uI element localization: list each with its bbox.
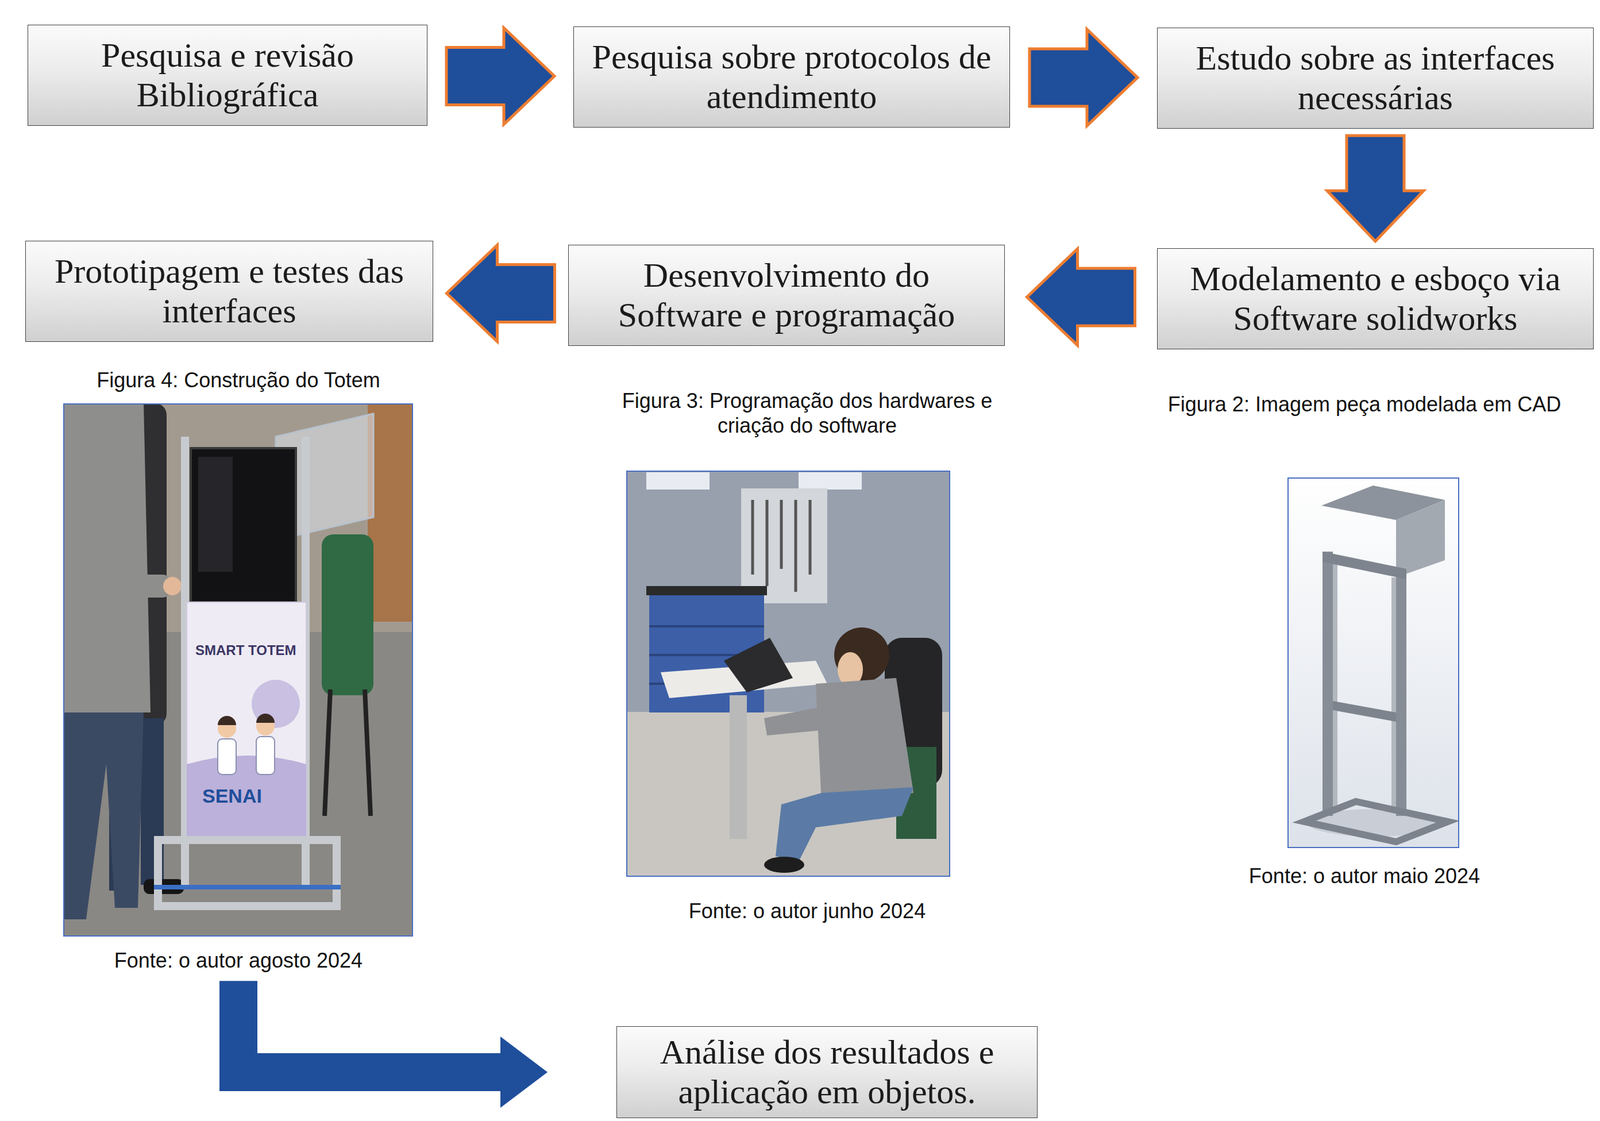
figure-source: Fonte: o autor junho 2024 [585,898,1029,924]
programming-photo [626,470,951,877]
banner [186,602,307,840]
table-leg [729,695,747,839]
process-box: Prototipagem e testes das interfaces [25,240,434,342]
figure-caption: Figura 4: Construção do Totem [57,367,420,393]
crossbar [1332,700,1397,722]
flow-arrow [1327,135,1424,242]
totem-photo [63,403,414,937]
hand [163,576,182,596]
doctor-hair [256,713,275,723]
flow-arrow [446,245,555,342]
chair-leg [324,689,331,816]
process-box: Pesquisa sobre protocolos de atendimento [573,26,1010,128]
cabinet-top [646,585,767,596]
box-text: Análise dos resultados e aplicação em ob… [630,1032,1024,1112]
drawer [649,625,765,628]
shoe [764,856,805,873]
banner-label: SENAI [202,784,262,808]
box-text: Modelamento e esboço via Software solidw… [1171,259,1580,339]
arm [764,706,828,736]
tool [780,499,784,569]
tool [765,499,769,586]
room [63,403,414,937]
shirt [815,677,914,805]
banner-label: SMART TOTEM [195,642,297,659]
doctor-hair [217,715,237,726]
box-text: Pesquisa sobre protocolos de atendimento [587,37,996,117]
tool [808,499,812,575]
post-inner [1332,557,1338,811]
jeans [775,787,914,862]
post [1322,551,1333,816]
cad-model [1287,477,1460,848]
jeans [63,712,144,920]
box-text: Pesquisa e revisão Bibliográfica [41,35,414,115]
box-text: Desenvolvimento do Software e programaçã… [582,255,991,335]
post-inner [1391,577,1397,813]
figure-frame [626,470,951,877]
person-front [63,403,151,713]
flow-arrow [446,28,555,125]
blue-tape [153,884,341,890]
totem-base [157,839,337,906]
tool [794,499,798,592]
process-box: Desenvolvimento do Software e programaçã… [568,244,1005,346]
poster [646,472,710,490]
laptop [723,637,793,693]
flow-arrow [1029,29,1138,126]
process-box: Estudo sobre as interfaces necessárias [1157,27,1594,129]
crossbar [1322,551,1407,580]
figure-source: Fonte: o autor agosto 2024 [57,947,420,973]
chair [321,534,374,696]
screen-reflection [198,456,233,572]
process-box: Pesquisa e revisão Bibliográfica [27,24,428,126]
tool [751,499,755,575]
process-box: Modelamento e esboço via Software solidw… [1157,248,1594,350]
post [1396,574,1407,816]
banner-circle [251,679,300,728]
cad-background [1287,477,1460,848]
figure-frame [1287,477,1460,848]
doctor-coat [217,738,237,775]
figure-caption: Figura 2: Imagem peça modelada em CAD [1134,391,1595,417]
flow-arrow [1027,248,1136,346]
box-text: Prototipagem e testes das interfaces [39,251,419,331]
base-frame [1304,801,1448,842]
poster [798,472,862,490]
figure-caption: Figura 3: Programação dos hardwares e cr… [585,388,1029,438]
screen [190,448,296,603]
figure-panel: Figura 4: Construção do TotemFonte: o au… [57,367,420,973]
doctor-coat [256,736,275,775]
hood-front [1396,499,1445,578]
chair-leg [364,689,371,816]
figure-source: Fonte: o autor maio 2024 [1134,863,1595,889]
figure-panel: Figura 3: Programação dos hardwares e cr… [585,388,1029,924]
box-text: Estudo sobre as interfaces necessárias [1171,38,1580,118]
door [367,403,414,622]
flow-arrow [219,980,548,1108]
figure-frame [63,403,414,937]
process-box: Análise dos resultados e aplicação em ob… [616,1026,1038,1118]
banner-band [186,755,307,840]
figure-panel: Figura 2: Imagem peça modelada em CAD Fon… [1134,391,1595,889]
